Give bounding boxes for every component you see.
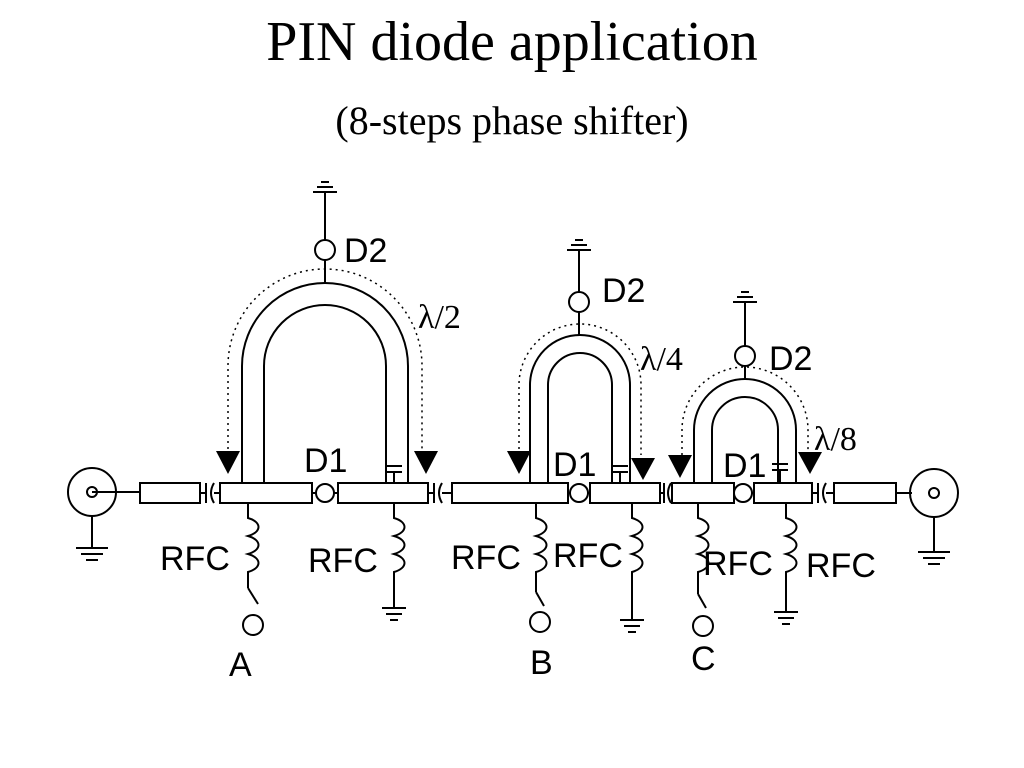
arrow-marker [668, 455, 692, 478]
diode-d1-symbol [315, 483, 335, 503]
stage-a-rfc-right: RFC [308, 542, 378, 580]
stage-b-left-line [451, 482, 569, 504]
output-port [896, 468, 959, 565]
arrow-marker [631, 458, 655, 480]
stage-c [668, 291, 834, 637]
stage-b-rfc-right: RFC [553, 537, 623, 575]
slide-subtitle: (8-steps phase shifter) [335, 98, 689, 143]
stage-c-wavelength: λ/8 [814, 421, 857, 458]
diode-d2-symbol [568, 291, 590, 313]
arrow-marker [216, 451, 240, 474]
switch-c-terminal [692, 615, 714, 637]
diode-d2-symbol [734, 345, 756, 367]
switch-b-label: B [530, 644, 553, 682]
arrow-marker [798, 452, 822, 474]
switch-b-terminal [529, 611, 551, 633]
arrow-marker [507, 451, 531, 474]
diode-d1-symbol [569, 483, 589, 503]
stage-a-left-line [219, 482, 313, 504]
dc-block-capacitor [200, 482, 220, 504]
stage-b-rfc-left: RFC [451, 539, 521, 577]
stage-b-right-line [589, 482, 661, 504]
stage-a-wavelength: λ/2 [418, 299, 461, 336]
stage-c-left-line [671, 482, 735, 504]
output-line-segment [833, 482, 897, 504]
stage-c-right-line [753, 482, 813, 504]
stage-c-d1-label: D1 [723, 447, 766, 485]
arrow-marker [414, 451, 438, 474]
stage-b-wavelength: λ/4 [640, 341, 683, 378]
stage-a-rfc-left: RFC [160, 540, 230, 578]
stage-c-d2-label: D2 [769, 340, 812, 378]
switch-a-terminal [242, 614, 264, 636]
switch-a-label: A [229, 646, 252, 684]
input-line-segment [139, 482, 201, 504]
stage-a-d2-label: D2 [344, 232, 387, 270]
diode-d2-symbol [314, 239, 336, 261]
stage-a-d1-label: D1 [304, 442, 347, 480]
diode-d1-symbol [733, 483, 753, 503]
switch-c-label: C [691, 640, 716, 678]
slide-title: PIN diode application [266, 11, 758, 73]
stage-a-right-line [337, 482, 429, 504]
stage-b [451, 239, 672, 633]
stage-b-d2-label: D2 [602, 272, 645, 310]
stage-c-rfc-left: RFC [703, 545, 773, 583]
stage-c-rfc-right: RFC [806, 547, 876, 585]
input-port [67, 467, 140, 561]
stage-a [216, 181, 452, 636]
stage-b-d1-label: D1 [553, 446, 596, 484]
